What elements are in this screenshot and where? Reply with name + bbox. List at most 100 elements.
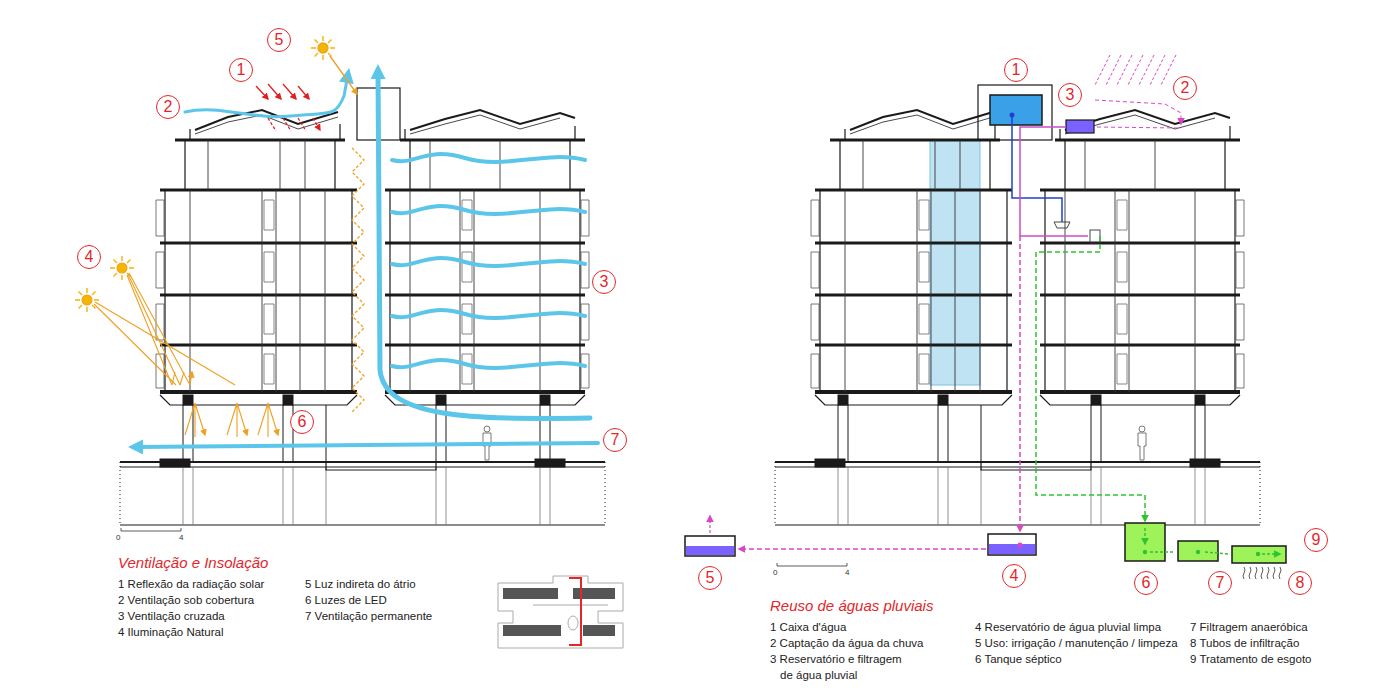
ventilation-arrow (134, 70, 598, 447)
solar-reflection-arrow (298, 86, 309, 99)
rainwater-tank (989, 544, 1035, 554)
key-plan (503, 625, 561, 636)
legend-item: 3 Reservatório e filtragem de água pluvi… (770, 652, 904, 683)
ventilation-arrow (185, 74, 348, 117)
callout-number: 4 (1010, 568, 1019, 584)
rainwater-tank (988, 534, 1036, 555)
solar-reflection-arrow (283, 84, 296, 99)
indirect-light (330, 56, 357, 94)
sewage-tank (1144, 528, 1146, 544)
scale-number: 4 (179, 533, 183, 544)
natural-light (172, 372, 192, 385)
callout-circle: 4 (1002, 564, 1026, 588)
infiltration-symbol (1243, 567, 1281, 579)
sewage-tank (1150, 552, 1280, 554)
scale-bar (121, 528, 181, 531)
rainwater-tank (1018, 543, 1023, 548)
scale-bar (777, 563, 847, 566)
building-section (775, 85, 1260, 525)
cross-ventilation-arrow (392, 360, 585, 368)
callout-number: 3 (600, 274, 609, 290)
indirect-light (311, 36, 364, 412)
callout-circle: 7 (603, 428, 627, 452)
callout-circle: 4 (77, 245, 101, 269)
water-pipe (1090, 230, 1100, 243)
natural-light (94, 273, 235, 385)
rainwater-tank (685, 536, 735, 556)
legend-item: 6 Tanque séptico (975, 652, 1062, 668)
rain-collection (1066, 120, 1094, 133)
key-plan (498, 576, 623, 648)
scale-number: 0 (116, 533, 120, 544)
sewage-tank (1196, 550, 1200, 554)
solar-reflection-arrow (268, 84, 281, 99)
legend-item: 5 Uso: irrigação / manutenção / limpeza (975, 636, 1178, 652)
cross-ventilation-arrow (392, 258, 585, 266)
callout-circle: 6 (1134, 571, 1158, 595)
legend-item: 7 Filtragem anaeróbica (1190, 620, 1308, 636)
legend-item: 6 Luzes de LED (305, 593, 387, 609)
sewage-line (1036, 236, 1145, 521)
legend-item: 4 Iluminação Natural (118, 625, 223, 641)
callout-circle: 2 (156, 95, 180, 119)
callout-circle: 9 (1304, 528, 1328, 552)
rain-collection (1019, 236, 1021, 531)
scale-bar (121, 528, 181, 531)
key-plan (569, 578, 581, 645)
natural-light (75, 256, 235, 385)
callout-number: 6 (298, 414, 307, 430)
callout-number: 7 (611, 432, 620, 448)
building-section (978, 85, 1052, 140)
building-section (120, 110, 605, 525)
callout-number: 5 (706, 570, 715, 586)
rain-collection (710, 55, 1181, 549)
water-pipe (1054, 222, 1070, 228)
led-light (227, 403, 247, 437)
rain-collection (709, 516, 710, 533)
legend-item: 7 Ventilação permanente (305, 609, 432, 625)
legend-item: 9 Tratamento de esgoto (1190, 652, 1311, 668)
led-light (185, 403, 278, 437)
scale-bar (777, 563, 847, 566)
rain-collection (739, 548, 986, 550)
sewage-tank (1125, 523, 1165, 561)
key-plan (568, 616, 578, 630)
callout-circle: 5 (698, 566, 722, 590)
infiltration-symbol (1243, 567, 1281, 579)
callout-circle: 2 (1173, 76, 1197, 100)
callout-number: 7 (1216, 575, 1225, 591)
callout-circle: 8 (1288, 571, 1312, 595)
callout-circle: 3 (592, 270, 616, 294)
legend-item: 1 Caixa d'água (770, 620, 846, 636)
cross-ventilation-arrow (392, 206, 585, 214)
cross-ventilation-arrow (392, 154, 585, 162)
rain-collection (1097, 127, 1178, 128)
callout-number: 8 (1296, 575, 1305, 591)
callout-number: 2 (1181, 80, 1190, 96)
cross-ventilation-arrow (392, 310, 585, 318)
solar-reflection-arrow (268, 118, 320, 131)
natural-light (75, 288, 99, 312)
sewage-tank (1143, 550, 1147, 554)
led-light (185, 403, 205, 437)
key-plan (573, 588, 615, 599)
sewage-tank (1178, 541, 1218, 561)
callout-number: 5 (275, 32, 284, 48)
callout-number: 3 (1066, 87, 1075, 103)
callout-circle: 1 (229, 58, 253, 82)
legend-item: 1 Reflexão da radiação solar (118, 577, 264, 593)
sewage-tank (1125, 523, 1286, 563)
callout-circle: 3 (1058, 83, 1082, 107)
water-tank (990, 95, 1042, 125)
water-tank (990, 95, 1042, 125)
callout-number: 2 (164, 99, 173, 115)
indirect-light (311, 36, 335, 60)
ventilation-arrow (134, 443, 598, 447)
legend-item: 5 Luz indireta do átrio (305, 577, 416, 593)
rain-collection (1095, 55, 1176, 85)
indirect-light (352, 148, 364, 412)
scale-number: 4 (845, 568, 849, 579)
callout-circle: 5 (267, 28, 291, 52)
